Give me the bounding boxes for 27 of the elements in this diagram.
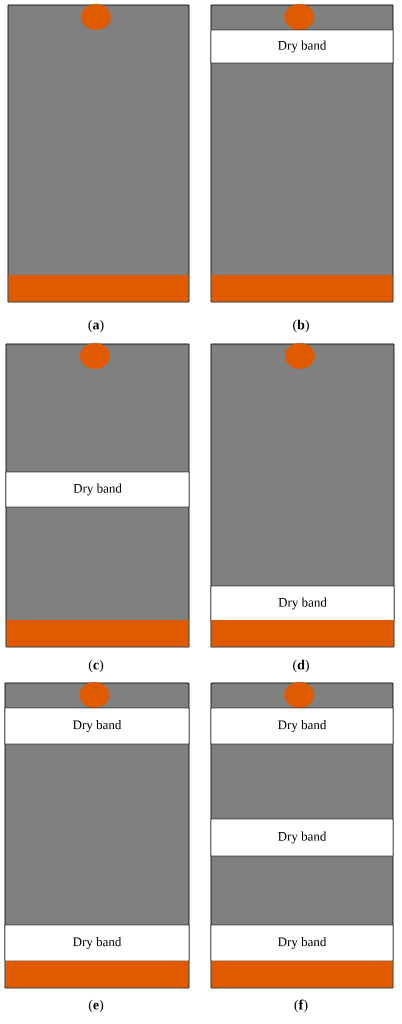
electrode-bar	[211, 960, 393, 988]
panel-label: (b)	[293, 319, 309, 333]
panel	[7, 4, 190, 303]
electrode-circle	[80, 4, 111, 30]
panel-label: (d)	[293, 659, 309, 673]
dry-band: Dry band	[4, 924, 190, 962]
electrode-circle	[79, 343, 110, 369]
dry-band: Dry band	[210, 585, 395, 622]
dry-band: Dry band	[210, 29, 394, 64]
dry-band: Dry band	[210, 924, 394, 962]
electrode-bar	[8, 274, 189, 302]
electrode-circle	[284, 4, 315, 30]
dry-band: Dry band	[5, 471, 190, 508]
electrode-bar	[211, 274, 393, 302]
dry-band: Dry band	[4, 707, 190, 745]
panel-label: (c)	[88, 659, 104, 673]
electrode-circle	[284, 343, 315, 369]
panel-label: (f)	[294, 999, 308, 1013]
electrode-bar	[211, 619, 394, 647]
panel-label: (e)	[88, 999, 104, 1013]
electrode-circle	[79, 682, 110, 708]
dry-band: Dry band	[210, 707, 394, 745]
dry-band: Dry band	[210, 818, 394, 857]
electrode-bar	[6, 619, 189, 647]
electrode-bar	[5, 960, 189, 988]
electrode-circle	[284, 682, 315, 708]
panel-label: (a)	[88, 319, 104, 333]
